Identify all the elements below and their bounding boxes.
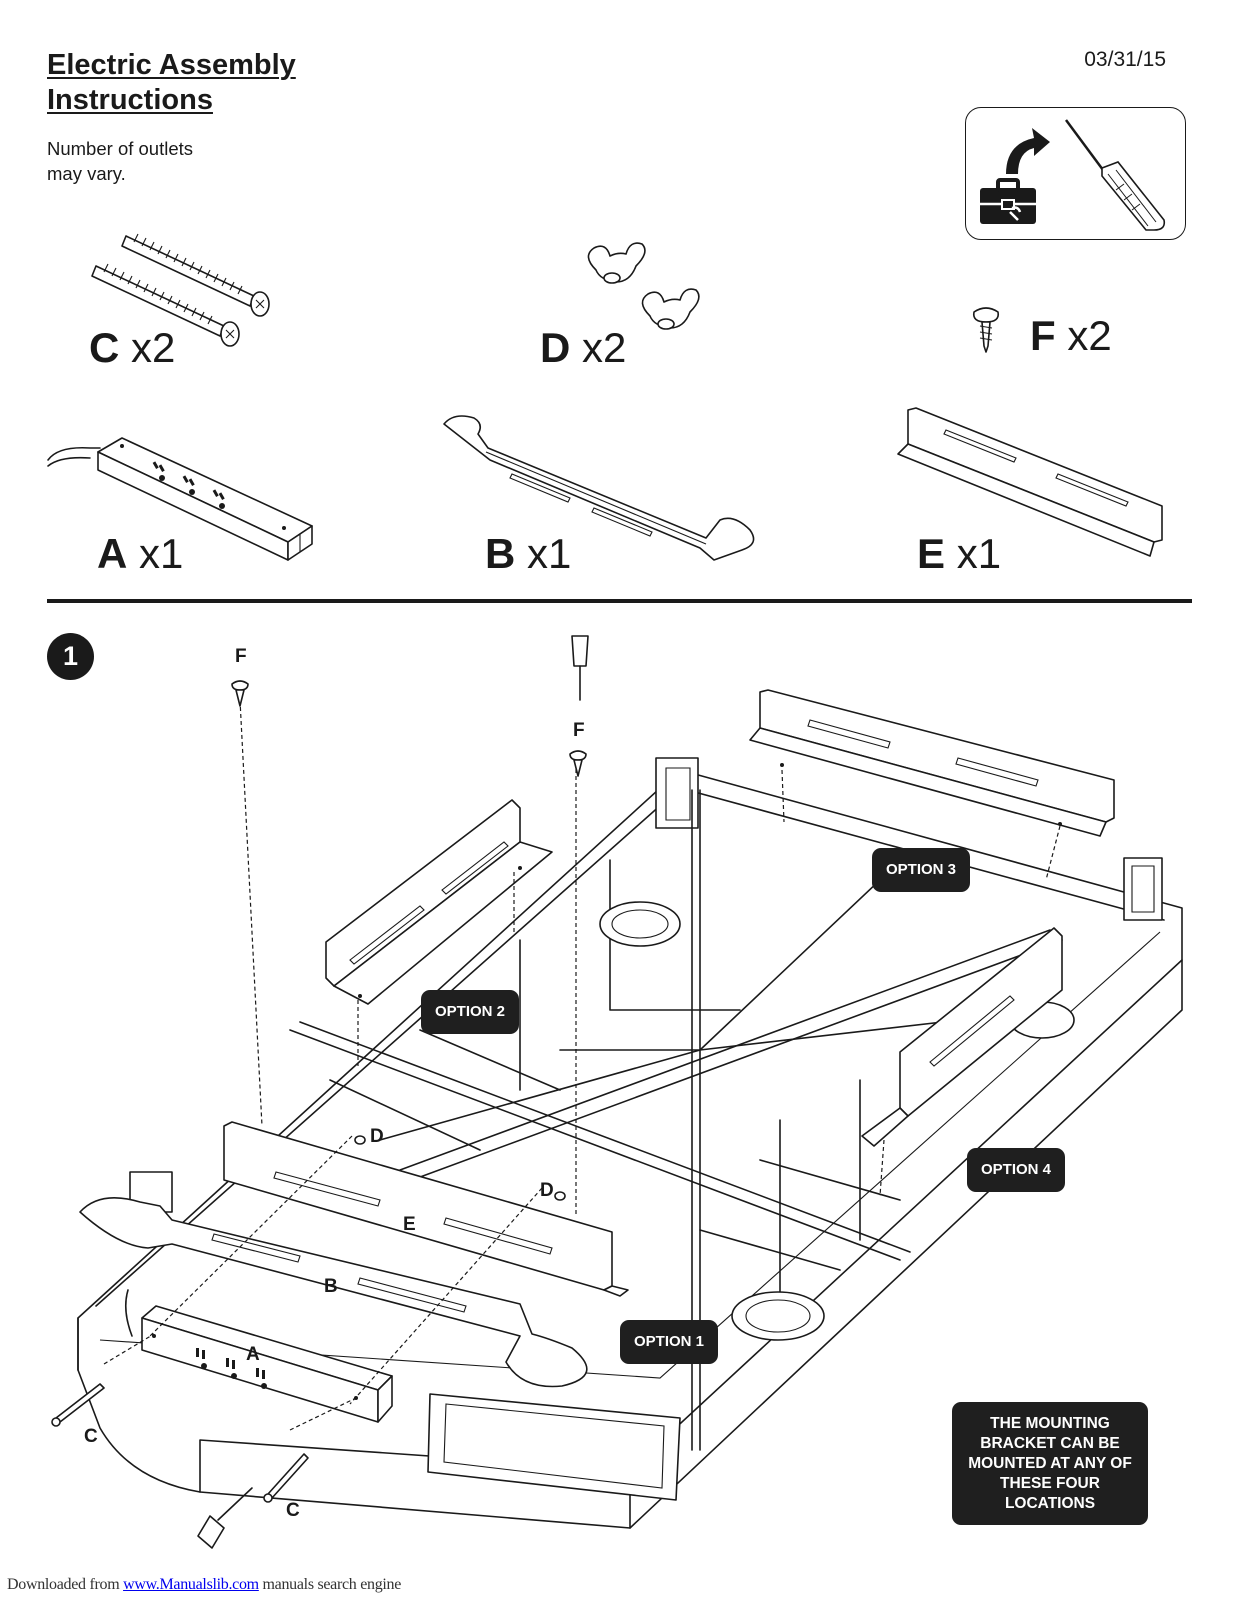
label-c-1: C bbox=[84, 1426, 98, 1447]
label-d-2: D bbox=[540, 1180, 554, 1201]
option-4-callout: OPTION 4 bbox=[967, 1148, 1066, 1192]
part-label-b: B x1 bbox=[485, 530, 572, 577]
bracket-b-illustration bbox=[443, 415, 755, 561]
option-2-callout: OPTION 2 bbox=[421, 990, 520, 1034]
page-title: Electric Assembly Instructions bbox=[47, 48, 296, 118]
label-c-2: C bbox=[286, 1500, 300, 1521]
option-3-callout: OPTION 3 bbox=[872, 848, 971, 892]
option3-bracket bbox=[749, 689, 1115, 837]
download-footer: Downloaded from www.Manualslib.com manua… bbox=[7, 1576, 401, 1594]
tools-illustration bbox=[980, 119, 1166, 231]
mounting-note: THE MOUNTING BRACKET CAN BE MOUNTED AT A… bbox=[952, 1402, 1148, 1525]
document-date: 03/31/15 bbox=[1084, 48, 1166, 71]
parts-illustrations bbox=[47, 233, 1163, 561]
e-bracket-assembled bbox=[223, 1121, 629, 1297]
section-divider bbox=[47, 599, 1192, 603]
wing-nut-d-step bbox=[354, 1135, 566, 1201]
label-a: A bbox=[246, 1344, 260, 1365]
b-bracket-assembled bbox=[79, 1196, 588, 1388]
screw-f-illustration bbox=[972, 307, 1000, 353]
part-label-e: E x1 bbox=[917, 530, 1002, 577]
curved-arrow-icon bbox=[1006, 128, 1050, 174]
part-label-d: D x2 bbox=[540, 324, 627, 371]
power-strip-a-illustration bbox=[47, 437, 313, 561]
part-label-a: A x1 bbox=[97, 530, 184, 577]
label-e: E bbox=[403, 1214, 416, 1235]
option-1-callout: OPTION 1 bbox=[620, 1320, 719, 1364]
bolt-c-illustration bbox=[91, 233, 270, 347]
wing-nut-d-illustration bbox=[587, 242, 700, 330]
angle-bracket-e-illustration bbox=[897, 407, 1163, 557]
title-line-1: Electric Assembly bbox=[47, 49, 296, 81]
title-line-2: Instructions bbox=[47, 84, 213, 116]
subtitle-line-1: Number of outlets bbox=[47, 138, 194, 159]
label-f-1: F bbox=[235, 646, 247, 667]
phillips-screwdriver-icon bbox=[1064, 119, 1166, 231]
screw-f-step bbox=[231, 680, 587, 777]
option4-bracket bbox=[861, 927, 1063, 1147]
guide-lines bbox=[103, 699, 1061, 1431]
label-d-1: D bbox=[370, 1126, 384, 1147]
subtitle-line-2: may vary. bbox=[47, 163, 126, 184]
footer-suffix: manuals search engine bbox=[258, 1576, 402, 1593]
part-label-f: F x2 bbox=[1030, 312, 1112, 359]
option2-bracket bbox=[325, 799, 553, 1005]
footer-prefix: Downloaded from bbox=[7, 1576, 124, 1593]
subtitle: Number of outlets may vary. bbox=[47, 136, 267, 186]
power-strip-assembled bbox=[124, 1289, 393, 1423]
label-b: B bbox=[324, 1276, 338, 1297]
part-label-c: C x2 bbox=[89, 324, 176, 371]
manualslib-link[interactable]: www.Manualslib.com bbox=[123, 1576, 259, 1593]
screwdriver-icon bbox=[197, 635, 589, 1549]
bolt-c-step bbox=[51, 1383, 309, 1503]
step-number-badge: 1 bbox=[47, 633, 94, 680]
toolbox-icon bbox=[980, 178, 1036, 224]
label-f-2: F bbox=[573, 720, 585, 741]
tools-panel bbox=[965, 107, 1186, 240]
